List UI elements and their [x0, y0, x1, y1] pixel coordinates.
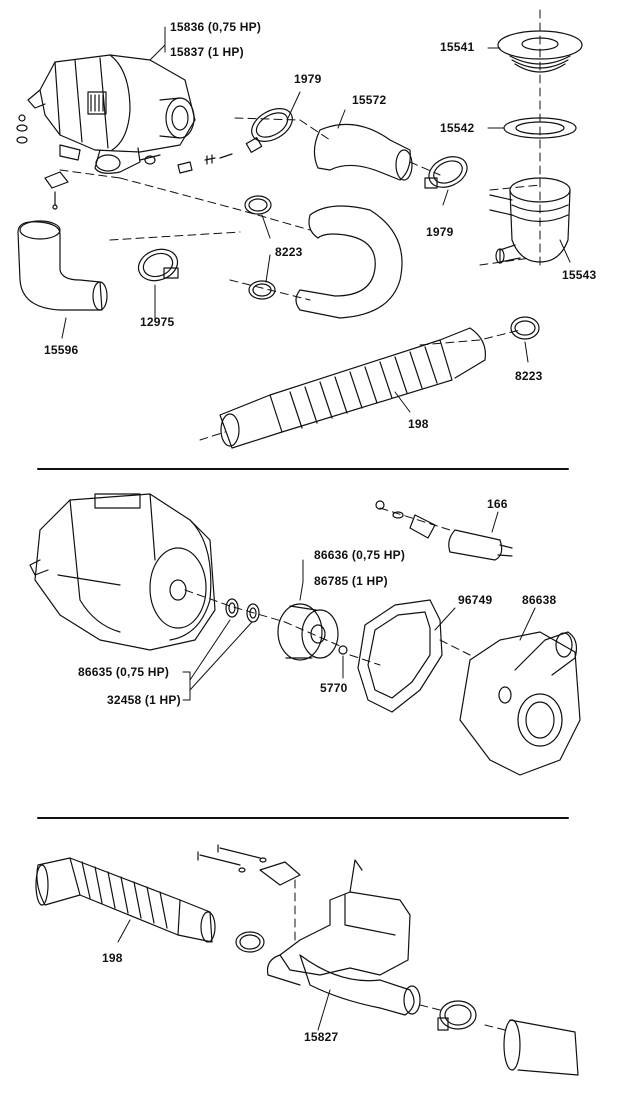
part-label-86638: 86638 [522, 593, 557, 607]
sink-drain-flange [497, 30, 583, 73]
part-label-1979-b: 1979 [426, 225, 454, 239]
leader-lines [61, 26, 571, 1031]
corrugated-hose-198-b [35, 857, 216, 943]
pressure-switch-assembly [266, 859, 421, 1016]
part-label-198-b: 198 [102, 951, 123, 965]
part-label-86636: 86636 (0,75 HP) [314, 548, 406, 562]
pump-cover [459, 631, 581, 776]
elbow-hose-15596 [17, 220, 108, 311]
screws-washers-left [16, 114, 81, 210]
drain-body [489, 177, 571, 264]
hose-clamp-8223-b [248, 280, 276, 300]
pump-gasket [357, 599, 443, 713]
part-label-15837: 15837 (1 HP) [170, 45, 244, 59]
part-label-15596: 15596 [44, 343, 79, 357]
hose-clamp-8223-a [244, 195, 272, 215]
part-label-15572: 15572 [352, 93, 387, 107]
part-label-15836: 15836 (0,75 HP) [170, 20, 262, 34]
drain-hose-end [503, 1019, 579, 1076]
impeller [277, 603, 339, 661]
part-label-1979-a: 1979 [294, 72, 322, 86]
screws-middle [177, 153, 233, 174]
part-label-166: 166 [487, 497, 508, 511]
part-label-8223-b: 8223 [515, 369, 543, 383]
bolts [197, 844, 267, 873]
part-label-86785: 86785 (1 HP) [314, 574, 388, 588]
hose-15572 [313, 123, 413, 181]
hose-clamp-12975 [137, 248, 179, 282]
assembly-guide-lines-3 [294, 879, 506, 1031]
part-label-96749: 96749 [458, 593, 493, 607]
hose-clamp-1979-b [424, 156, 468, 189]
drain-pump-motor [27, 54, 196, 153]
pump-outlet-pipe [94, 147, 161, 174]
part-label-198-a: 198 [408, 417, 429, 431]
bearing-a [225, 598, 239, 618]
part-label-12975: 12975 [140, 315, 175, 329]
u-shaped-hose [295, 205, 403, 319]
part-label-32458: 32458 (1 HP) [107, 693, 181, 707]
part-label-86635: 86635 (0,75 HP) [78, 665, 170, 679]
motor-housing [29, 493, 216, 651]
part-label-15542: 15542 [440, 121, 475, 135]
assembly-guide-lines-1 [59, 9, 541, 441]
hose-clamp-bottom-a [235, 931, 265, 953]
bearing-b [246, 603, 260, 623]
assembly-guide-lines-2 [184, 507, 471, 666]
hose-clamp-1979-a [245, 108, 293, 153]
capacitor [375, 500, 513, 561]
part-label-15541: 15541 [440, 40, 475, 54]
hose-clamp-bottom-b [437, 1000, 477, 1031]
hose-clamp-8223-c [510, 316, 540, 340]
nut-5770 [338, 645, 348, 655]
mounting-bracket [259, 861, 301, 886]
part-label-8223-a: 8223 [275, 245, 303, 259]
part-label-5770: 5770 [320, 681, 348, 695]
part-label-15827: 15827 [304, 1030, 339, 1044]
corrugated-hose-198-a [219, 327, 487, 449]
part-label-15543: 15543 [562, 268, 597, 282]
